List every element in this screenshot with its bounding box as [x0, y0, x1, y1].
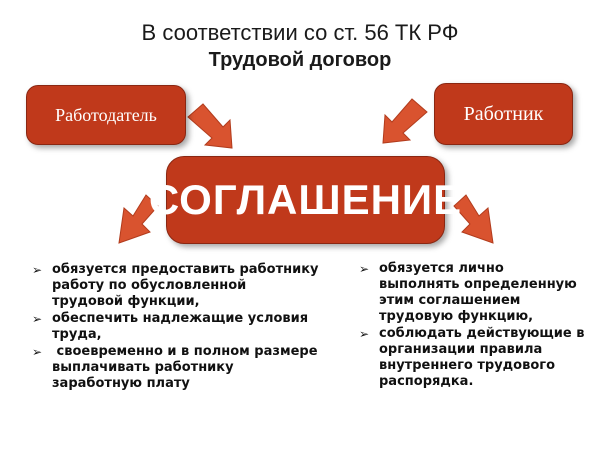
employer-obligations-list: ➢ обязуется предоставить работнику работ…: [30, 262, 320, 393]
list-item-text: обязуется лично выполнять определенную э…: [379, 261, 577, 324]
list-item-text: своевременно и в полном размере выплачив…: [52, 344, 323, 391]
arrow-employee-to-agreement: [382, 98, 428, 144]
arrowhead-bullet-icon: ➢: [359, 327, 370, 341]
arrowhead-bullet-icon: ➢: [32, 263, 43, 277]
list-item-text: обязуется предоставить работнику работу …: [52, 262, 319, 309]
list-item: ➢ обязуется лично выполнять определенную…: [357, 261, 587, 325]
list-item: ➢ соблюдать действующие в организации пр…: [357, 326, 587, 390]
list-item: ➢ обязуется предоставить работнику работ…: [30, 262, 320, 310]
arrow-agreement-to-right-list: [453, 194, 494, 244]
header-title: Трудовой договор: [208, 49, 392, 71]
employee-box: Работник: [434, 83, 573, 145]
arrowhead-bullet-icon: ➢: [359, 262, 370, 276]
employer-box: Работодатель: [26, 85, 186, 145]
list-item: ➢ обеспечить надлежащие условия труда,: [30, 311, 320, 343]
agreement-box: СОГЛАШЕНИЕ: [149, 156, 461, 244]
list-item: ➢ своевременно и в полном размере выплач…: [30, 344, 320, 392]
arrowhead-bullet-icon: ➢: [32, 312, 43, 326]
list-item-text: обеспечить надлежащие условия труда,: [52, 311, 309, 342]
header-reference: В соответствии со ст. 56 ТК РФ: [141, 20, 459, 45]
list-item-text: соблюдать действующие в организации прав…: [379, 326, 585, 389]
arrowhead-bullet-icon: ➢: [32, 345, 43, 359]
employee-obligations-list: ➢ обязуется лично выполнять определенную…: [357, 261, 587, 391]
arrow-agreement-to-left-list: [118, 194, 159, 244]
arrow-employer-to-agreement: [187, 103, 233, 149]
